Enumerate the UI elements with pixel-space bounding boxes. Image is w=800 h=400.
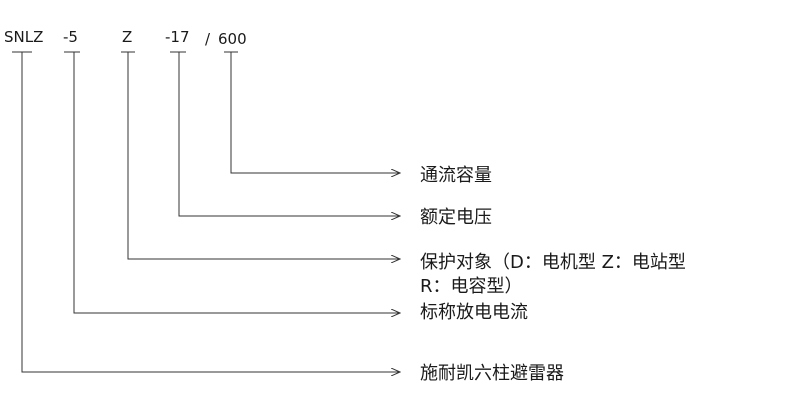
- connector-protected-object: [121, 51, 400, 259]
- label-manufacturer: 施耐凯六柱避雷器: [420, 363, 564, 384]
- code-segment-current: -5: [63, 28, 78, 46]
- label-nominal-discharge-current: 标称放电电流: [420, 302, 528, 323]
- label-protected-object-line1: 保护对象（D：电机型 Z：电站型: [420, 252, 686, 273]
- label-protected-object: 保护对象（D：电机型 Z：电站型 R：电容型）: [420, 251, 686, 299]
- label-flow-capacity: 通流容量: [420, 165, 492, 186]
- code-segment-voltage: -17: [165, 28, 190, 46]
- code-separator-slash: /: [205, 30, 211, 48]
- label-rated-voltage: 额定电压: [420, 207, 492, 228]
- connector-nominal-discharge-current: [64, 51, 400, 313]
- code-segment-capacity: 600: [218, 30, 247, 48]
- code-segment-object: Z: [122, 28, 133, 46]
- label-protected-object-line2: R：电容型）: [420, 276, 523, 297]
- connector-rated-voltage: [170, 51, 400, 216]
- connector-manufacturer: [12, 51, 400, 372]
- code-segment-snlz: SNLZ: [4, 28, 44, 46]
- connector-flow-capacity: [224, 51, 400, 173]
